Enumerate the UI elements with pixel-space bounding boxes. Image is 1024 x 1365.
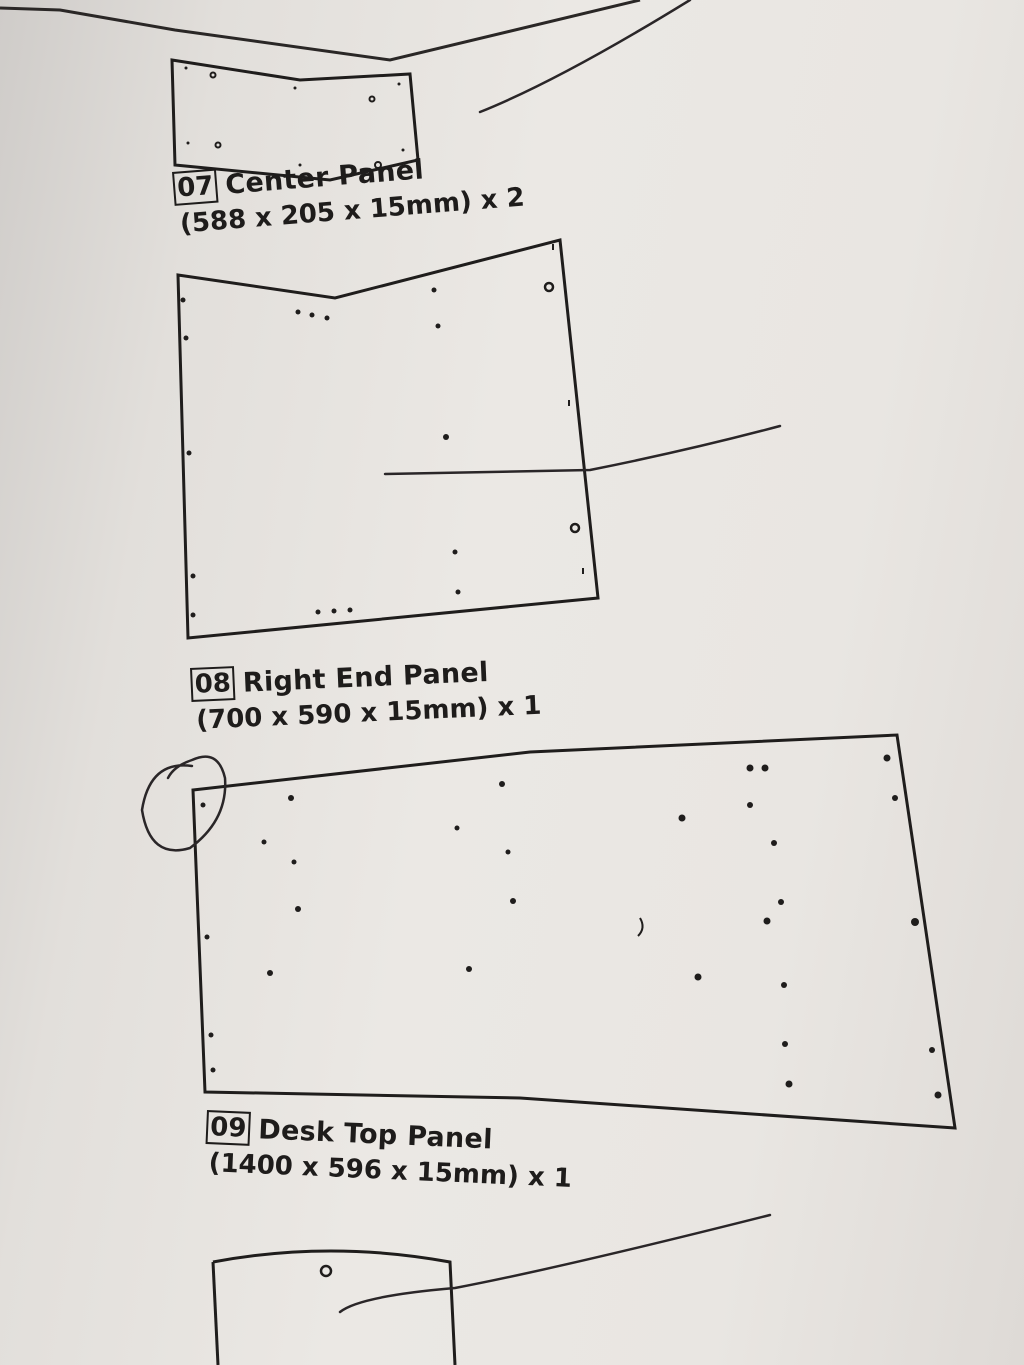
right-end-panel-drawing	[176, 238, 600, 640]
desk-top-panel-holes	[200, 754, 942, 1099]
pen-marks	[140, 0, 782, 1314]
right-end-panel-holes	[180, 244, 584, 618]
top-panel-edge	[0, 0, 641, 62]
next-panel-drawing	[211, 1249, 457, 1365]
part-number-box: 07	[172, 168, 219, 206]
part-number-box: 09	[205, 1110, 252, 1146]
center-panel-drawing	[170, 58, 420, 182]
desk-top-panel-drawing	[191, 733, 957, 1130]
next-panel-hole	[319, 1264, 333, 1278]
part-number-box: 08	[190, 666, 236, 702]
center-panel-holes	[184, 66, 405, 169]
